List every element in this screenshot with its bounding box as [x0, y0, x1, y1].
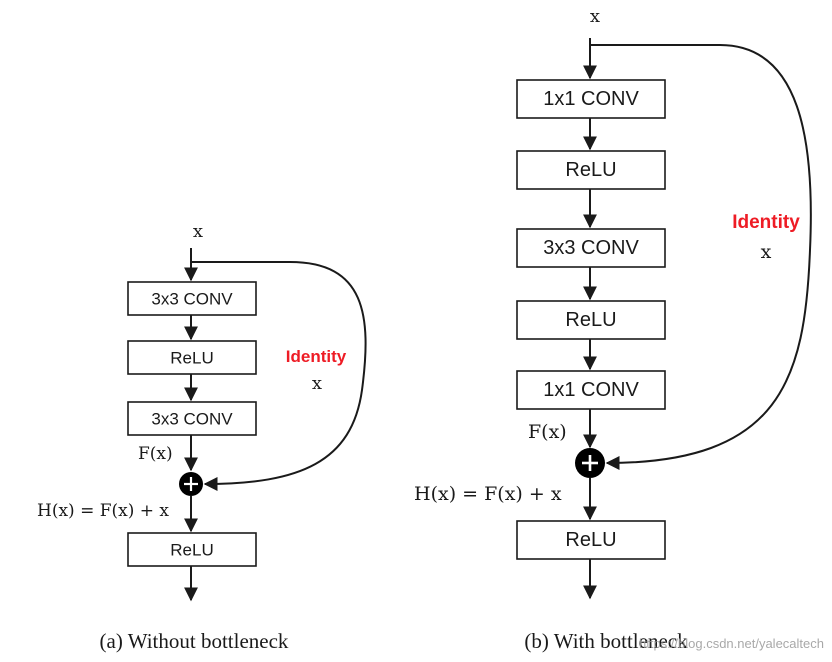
right-hx-label: H(x) = F(x) + x [414, 483, 562, 505]
left-block-3-label: 3x3 CONV [151, 410, 233, 429]
right-block-2-label: ReLU [565, 159, 616, 181]
right-block-1-label: 1x1 CONV [543, 88, 639, 110]
right-identity-path [590, 44, 812, 470]
watermark-text: https://blog.csdn.net/yalecaltech [639, 636, 824, 651]
right-panel: x 1x1 CONV ReLU 3x3 CONV ReLU 1x1 CONV F… [414, 6, 812, 653]
right-block-2 [516, 150, 666, 190]
left-identity-x: x [312, 373, 322, 394]
left-relu-out [127, 532, 257, 567]
left-block-3 [127, 401, 257, 436]
right-relu-out-label: ReLU [565, 529, 616, 551]
right-caption: (b) With bottleneck [524, 629, 688, 653]
left-relu-out-label: ReLU [170, 541, 213, 560]
right-add-node-icon [575, 448, 605, 478]
right-block-1 [516, 79, 666, 119]
right-input-label: x [590, 6, 600, 27]
right-block-5 [516, 370, 666, 410]
right-block-5-label: 1x1 CONV [543, 379, 639, 401]
right-block-3 [516, 228, 666, 268]
right-block-4 [516, 300, 666, 340]
left-block-2 [127, 340, 257, 375]
left-fx-label: F(x) [138, 444, 173, 464]
left-block-1-label: 3x3 CONV [151, 290, 233, 309]
left-hx-label: H(x) = F(x) + x [37, 501, 169, 521]
left-add-node-icon [179, 472, 203, 496]
right-identity-x: x [761, 241, 772, 263]
left-caption: (a) Without bottleneck [100, 629, 289, 653]
left-block-2-label: ReLU [170, 349, 213, 368]
right-block-4-label: ReLU [565, 309, 616, 331]
left-input-label: x [193, 221, 203, 242]
right-identity-label: Identity [732, 212, 800, 233]
right-relu-out [516, 520, 666, 560]
right-block-3-label: 3x3 CONV [543, 237, 639, 259]
right-fx-label: F(x) [528, 421, 567, 443]
left-identity-label: Identity [286, 347, 347, 366]
left-panel: x 3x3 CONV ReLU 3x3 CONV F(x) H(x) = F(x… [37, 221, 367, 653]
left-identity-path [191, 261, 367, 491]
